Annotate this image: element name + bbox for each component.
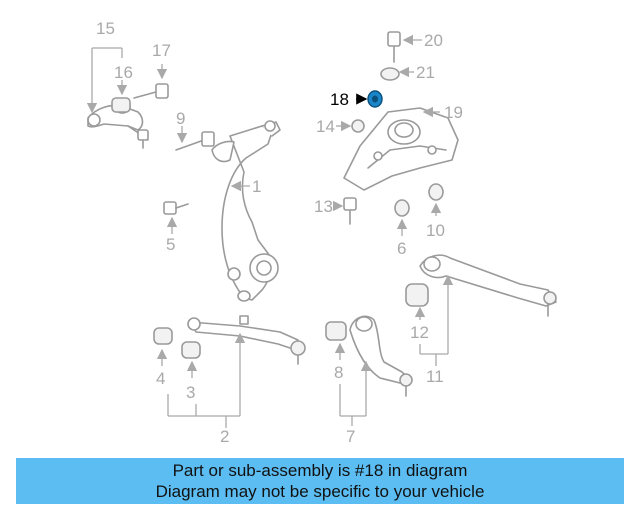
callout-11-label: 11 xyxy=(426,367,444,386)
control-arm-11-part xyxy=(419,254,557,317)
callout-6-label: 6 xyxy=(397,239,406,258)
bolt-17-part xyxy=(133,83,169,99)
callout-19-label: 19 xyxy=(444,103,463,122)
bushing-8-part xyxy=(325,321,347,341)
lower-control-arm-2-part xyxy=(187,315,306,365)
callout-17-label: 17 xyxy=(152,41,171,60)
callout-5-label: 5 xyxy=(166,235,175,254)
callout-8-label: 8 xyxy=(334,363,343,382)
callout-13-label: 13 xyxy=(314,197,333,216)
strut-mount-19-part xyxy=(343,107,459,191)
callout-12-label: 12 xyxy=(410,323,429,342)
callout-14-label: 14 xyxy=(316,117,335,136)
callout-20-label: 20 xyxy=(424,31,443,50)
callout-10-label: 10 xyxy=(426,221,445,240)
nut-14-part xyxy=(351,119,365,133)
callout-4-label: 4 xyxy=(156,369,165,388)
callout-16-label: 16 xyxy=(114,63,133,82)
bushing-4-part xyxy=(153,327,173,345)
callout-7-lines xyxy=(339,360,372,426)
nut-18-part xyxy=(367,90,383,108)
callout-21-label: 21 xyxy=(416,63,435,82)
callout-1-label: 1 xyxy=(252,177,261,196)
callout-3-label: 3 xyxy=(186,383,195,402)
bushing-10-part xyxy=(428,183,444,201)
bolt-5-part xyxy=(163,201,189,215)
callout-15-lines xyxy=(86,47,123,114)
washer-21-part xyxy=(380,67,400,81)
callout-9-label: 9 xyxy=(176,109,185,128)
callout-7-label: 7 xyxy=(346,427,355,446)
banner-line-disclaimer: Diagram may not be specific to your vehi… xyxy=(155,482,485,501)
bushing-6-part xyxy=(394,199,410,217)
callout-2-lines xyxy=(167,332,246,428)
callout-18-label: 18 xyxy=(330,90,349,109)
bolt-20-part xyxy=(387,31,401,63)
bolt-9-part xyxy=(175,131,215,151)
info-banner: Part or sub-assembly is #18 in diagram D… xyxy=(16,458,624,504)
control-arm-7-part xyxy=(349,315,413,397)
banner-line-part-number: Part or sub-assembly is #18 in diagram xyxy=(172,461,468,480)
bushing-12-part xyxy=(405,283,429,307)
bushing-3-part xyxy=(181,341,201,359)
steering-knuckle-part xyxy=(211,120,281,302)
bolt-13-part xyxy=(343,197,357,225)
callout-15-label: 15 xyxy=(96,19,115,38)
bushing-16-part xyxy=(111,97,131,113)
callout-11-lines xyxy=(419,274,454,366)
callout-2-label: 2 xyxy=(220,427,229,446)
